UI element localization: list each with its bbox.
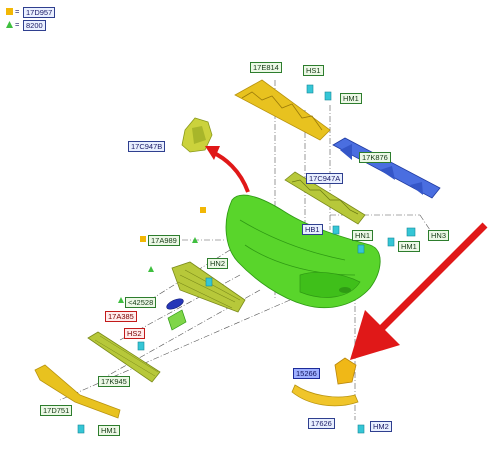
label-17D751: 17D751 bbox=[40, 405, 73, 416]
lower-grille-17K945 bbox=[87, 331, 161, 383]
upper-reinforcement-17E814 bbox=[234, 79, 331, 141]
label-17A989: 17A989 bbox=[148, 235, 180, 246]
label-42528: <42528 bbox=[125, 297, 157, 308]
part-17626 bbox=[291, 384, 359, 407]
label-hs1: HS1 bbox=[303, 65, 324, 76]
lower-reinforcement-17C947A bbox=[284, 171, 366, 225]
bracket-15266 bbox=[334, 357, 357, 385]
clip-hs2 bbox=[137, 341, 145, 351]
marker-triangle-17A989 bbox=[192, 237, 198, 243]
label-hb1: HB1 bbox=[302, 224, 323, 235]
clips bbox=[77, 84, 416, 434]
marker-triangle-hn2 bbox=[148, 266, 154, 272]
legend-eq-1: = bbox=[15, 7, 20, 16]
marker-square-17A989b bbox=[140, 236, 146, 242]
clip-hn2 bbox=[205, 277, 213, 287]
emblem-42528 bbox=[166, 298, 184, 310]
label-hm1-top: HM1 bbox=[340, 93, 362, 104]
red-pointer-arrow bbox=[350, 222, 488, 360]
clip-hn1 bbox=[357, 244, 365, 254]
legend-code-8200: 8200 bbox=[23, 20, 46, 31]
label-hm2: HM2 bbox=[370, 421, 392, 432]
bumper-cover bbox=[225, 194, 381, 309]
clip-hm1-top bbox=[324, 91, 332, 101]
label-17626: 17626 bbox=[308, 418, 335, 429]
label-hs2: HS2 bbox=[124, 328, 145, 339]
label-hm1-right: HM1 bbox=[398, 241, 420, 252]
clip-hm2 bbox=[357, 424, 365, 434]
part-17A385 bbox=[167, 309, 187, 331]
label-hm1-bottom: HM1 bbox=[98, 425, 120, 436]
clip-hm1-bottom bbox=[77, 424, 85, 434]
label-hn1: HN1 bbox=[352, 230, 374, 241]
clip-hn3 bbox=[406, 227, 416, 237]
absorber-17K876 bbox=[332, 137, 441, 199]
grille bbox=[171, 261, 246, 313]
clip-hm1-right bbox=[387, 237, 395, 247]
label-17E814: 17E814 bbox=[250, 62, 282, 73]
legend-code-17D957: 17D957 bbox=[23, 7, 56, 18]
label-15266: 15266 bbox=[293, 368, 320, 379]
red-curved-arrow bbox=[205, 146, 250, 193]
label-hn2: HN2 bbox=[207, 258, 229, 269]
clip-hs1 bbox=[306, 84, 314, 94]
label-17K945: 17K945 bbox=[98, 376, 130, 387]
clip-hb1 bbox=[332, 225, 340, 235]
legend-eq-2: = bbox=[15, 20, 20, 29]
label-hn3: HN3 bbox=[428, 230, 450, 241]
legend-square-icon bbox=[6, 8, 13, 15]
spoiler-17D751 bbox=[34, 364, 121, 419]
label-17A385: 17A385 bbox=[105, 311, 137, 322]
label-17C947B: 17C947B bbox=[128, 141, 166, 152]
marker-triangle-42528 bbox=[118, 297, 124, 303]
marker-square-17A989 bbox=[200, 207, 206, 213]
label-17K876: 17K876 bbox=[359, 152, 391, 163]
legend-triangle-icon bbox=[6, 21, 13, 28]
label-17C947A: 17C947A bbox=[306, 173, 344, 184]
bracket-17C947B bbox=[181, 117, 213, 153]
